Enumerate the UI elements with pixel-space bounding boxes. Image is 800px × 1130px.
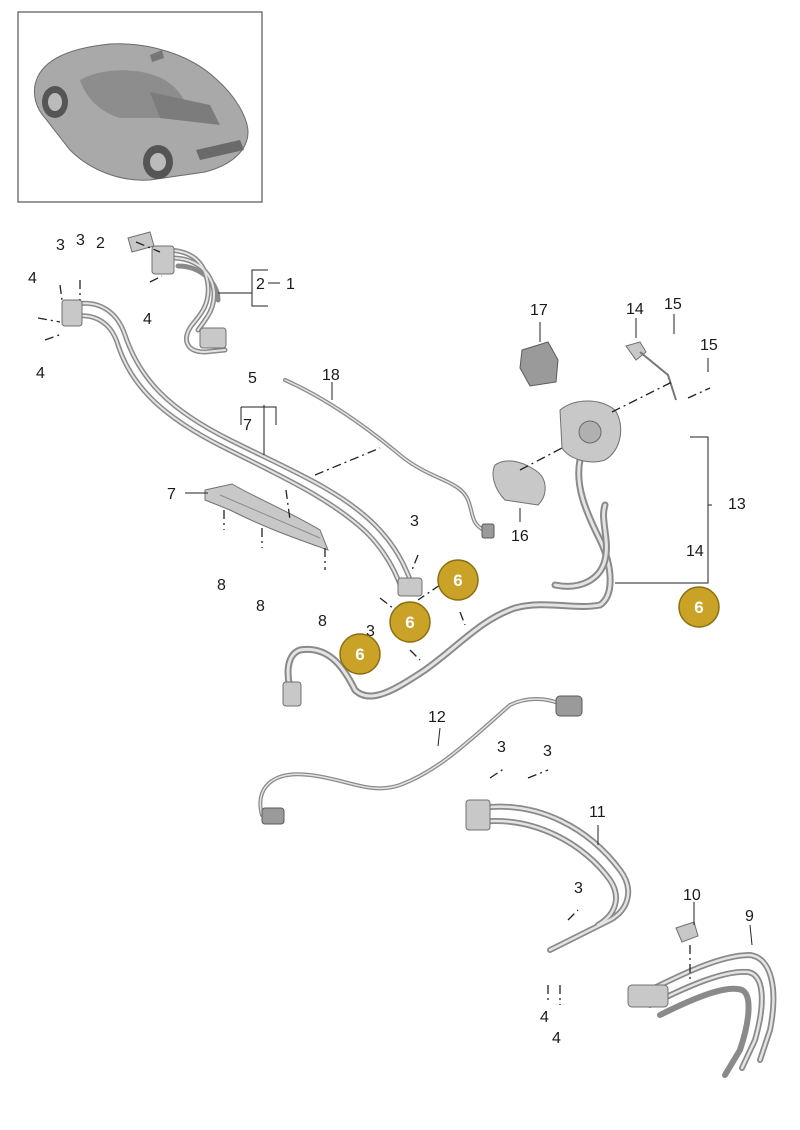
part-2-bracket[interactable] <box>127 231 155 253</box>
callout-15: 15 <box>700 337 718 354</box>
part-18-cable[interactable] <box>283 378 495 539</box>
part-5-main-line[interactable] <box>61 299 423 597</box>
callout-3: 3 <box>497 739 506 756</box>
callout-15: 15 <box>664 296 682 313</box>
badge-6[interactable]: 6 <box>678 586 720 628</box>
badge-6-label: 6 <box>453 571 462 590</box>
callout-8: 8 <box>318 613 327 630</box>
car-image <box>33 43 249 181</box>
badge-6-label: 6 <box>694 598 703 617</box>
assembly-lines <box>37 241 711 1005</box>
badge-6[interactable]: 6 <box>437 559 479 601</box>
callout-9: 9 <box>745 908 754 925</box>
callout-5: 5 <box>248 370 257 387</box>
callout-3: 3 <box>410 513 419 530</box>
callout-7-bracket: 7 <box>243 417 252 434</box>
badge-6[interactable]: 6 <box>339 633 381 675</box>
callout-2-bracket: 2 <box>256 276 265 293</box>
callout-4: 4 <box>540 1009 549 1026</box>
part-17-connector[interactable] <box>519 341 559 387</box>
callout-16: 16 <box>511 528 529 545</box>
part-12-harness[interactable] <box>258 695 583 825</box>
callout-12: 12 <box>428 709 446 726</box>
part-1-hose-assembly[interactable] <box>151 245 228 355</box>
callout-4: 4 <box>143 311 152 328</box>
part-9-hose-set[interactable] <box>627 952 777 1078</box>
part-16-bracket[interactable] <box>492 460 546 506</box>
callout-3: 3 <box>56 237 65 254</box>
badge-6-label: 6 <box>405 613 414 632</box>
part-14-bracket[interactable] <box>625 341 677 401</box>
callout-1: 1 <box>286 276 295 293</box>
callout-10: 10 <box>683 887 701 904</box>
part-7-heat-shield[interactable] <box>204 483 329 551</box>
callout-17: 17 <box>530 302 548 319</box>
callout-14: 14 <box>626 301 644 318</box>
callout-3: 3 <box>366 623 375 640</box>
callout-4: 4 <box>36 365 45 382</box>
badge-6[interactable]: 6 <box>389 601 431 643</box>
part-11-hose-set[interactable] <box>465 799 632 953</box>
callout-8: 8 <box>256 598 265 615</box>
callout-4: 4 <box>552 1030 561 1047</box>
badge-6-label: 6 <box>355 645 364 664</box>
vehicle-thumbnail[interactable] <box>17 11 263 203</box>
callout-11: 11 <box>589 804 606 821</box>
callout-3: 3 <box>574 880 583 897</box>
callout-4: 4 <box>28 270 37 287</box>
callout-labels: 1 2 2 3 3 3 3 3 3 3 4 4 4 4 4 5 7 7 8 8 … <box>28 232 754 1047</box>
callout-18: 18 <box>322 367 340 384</box>
coolant-hose-assembly[interactable] <box>282 400 622 707</box>
callout-8: 8 <box>217 577 226 594</box>
part-10-clip[interactable] <box>675 921 699 943</box>
highlight-badges[interactable]: 6 6 6 6 <box>339 559 720 675</box>
callout-13: 13 <box>728 496 746 513</box>
callout-14: 14 <box>686 543 704 560</box>
callout-3: 3 <box>76 232 85 249</box>
callout-2: 2 <box>96 235 105 252</box>
callout-7: 7 <box>167 486 176 503</box>
callout-3: 3 <box>543 743 552 760</box>
leader-lines <box>185 269 753 946</box>
